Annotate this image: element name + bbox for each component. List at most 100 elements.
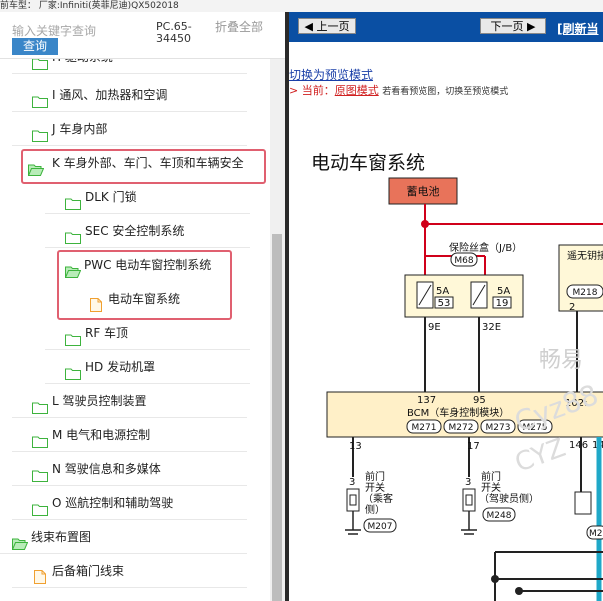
fuse-19-symbol [472, 284, 486, 306]
tree-item-m[interactable]: M 电气和电源控制 [12, 419, 247, 452]
tree-item-sec[interactable]: SEC 安全控制系统 [45, 215, 250, 248]
next-arrow-icon: ▶ [527, 20, 536, 33]
fuse-53-no-box [434, 296, 454, 309]
battery-label: 蓄电池 [407, 185, 440, 198]
prev-page-label: 上一页 [316, 20, 350, 33]
watermark: 畅易 [539, 348, 583, 373]
driver-switch-label-2: 开关 [481, 481, 501, 494]
tree-item-pwc[interactable]: PWC 电动车窗控制系统 [45, 249, 225, 281]
connector-m207 [363, 518, 397, 533]
battery-box [388, 177, 458, 205]
folder-icon [65, 190, 81, 222]
tree-item-label: RF 车顶 [85, 326, 129, 340]
fuse-19-no: 19 [496, 298, 509, 309]
document-icon [34, 564, 46, 596]
pin-17: 17 [467, 441, 480, 452]
folder-icon [32, 496, 48, 528]
tree-item-label: SEC 安全控制系统 [85, 224, 185, 238]
fuse-53-symbol [418, 284, 432, 306]
tree-item-rf[interactable]: RF 车顶 [45, 317, 250, 350]
search-button[interactable]: 查询 [12, 38, 58, 55]
connector-m275-label: M275 [523, 423, 548, 433]
pin-102: 102: [565, 398, 587, 409]
vehicle-info-bar: 前车型： 厂家:Infiniti(英菲尼迪)QX502018 [0, 0, 603, 12]
tree-item-n[interactable]: N 驾驶信息和多媒体 [12, 453, 247, 486]
tree-item-power-window-system[interactable]: 电动车窗系统 [45, 283, 225, 315]
refresh-link[interactable]: [刷新当 [557, 22, 599, 36]
next-page-label: 下一页 [490, 20, 524, 33]
tree-item-label: HD 发动机罩 [85, 360, 156, 374]
prev-arrow-icon: ◀ [304, 20, 313, 33]
connector-m68 [450, 252, 478, 267]
connector-m271 [406, 419, 442, 434]
tree-item-k[interactable]: K 车身外部、车门、车顶和车辆安全 [12, 147, 267, 179]
connector-m218 [566, 284, 603, 299]
bcm-label: BCM（车身控制模块） [407, 406, 509, 419]
current-mode-link[interactable]: 原图模式 [334, 84, 379, 97]
connector-m68-label: M68 [454, 256, 473, 266]
tree-item-label: H 驱动系统 [52, 59, 113, 73]
tree-item-i[interactable]: I 通风、加热器和空调 [12, 79, 247, 112]
current-mode-line: > 当前：原图模式 若看看预览图，切换至预览模式 [289, 82, 508, 98]
keyless-receiver-label: 遥无钥接收器 [567, 249, 603, 262]
diagram-title: 电动车窗系统 [311, 152, 425, 174]
tree-item-label: K 车身外部、车门、车顶和车辆安全 [52, 156, 244, 170]
pin-32e: 32E [482, 322, 501, 333]
document-icon [90, 292, 102, 324]
panel-divider[interactable] [285, 12, 289, 601]
tree-item-hd[interactable]: HD 发动机罩 [45, 351, 250, 384]
folder-icon [65, 326, 81, 358]
next-page-button[interactable]: 下一页 ▶ [480, 18, 546, 34]
junction-dot-lower [491, 575, 499, 583]
folder-icon [32, 59, 48, 82]
passenger-switch-contact [349, 494, 357, 506]
folder-icon [32, 122, 48, 154]
folder-icon [65, 360, 81, 392]
connector-m273 [480, 419, 516, 434]
folder-icon [32, 394, 48, 426]
tree-item-label: J 车身内部 [52, 122, 108, 136]
arrow-icon: > [289, 84, 299, 97]
driver-switch-contact [465, 494, 473, 506]
tree-scrollbar[interactable] [270, 59, 285, 601]
collapse-all-button[interactable]: 折叠全部 [215, 20, 264, 34]
search-input[interactable] [12, 23, 142, 39]
passenger-switch-label-3: （乘客 [363, 492, 393, 505]
pin-2: 2 [569, 302, 575, 313]
fuse-19-amp: 5A [497, 286, 510, 297]
switch-preview-link[interactable]: 切换为预览模式 [289, 68, 374, 82]
scrollbar-thumb[interactable] [272, 234, 282, 601]
connector-m275 [517, 419, 553, 434]
fuse-19-no-box [492, 296, 512, 309]
folder-icon [32, 428, 48, 460]
tree-item-l[interactable]: L 驾驶员控制装置 [12, 385, 247, 418]
pin-9e: 9E [428, 322, 441, 333]
tree-item-j[interactable]: J 车身内部 [12, 113, 247, 146]
prev-page-button[interactable]: ◀ 上一页 [298, 18, 356, 34]
pin-95: 95 [473, 395, 486, 406]
tree-item-dlk[interactable]: DLK 门锁 [45, 181, 250, 214]
tree-item-label: N 驾驶信息和多媒体 [52, 462, 161, 476]
connector-m207-label: M207 [368, 522, 393, 532]
connector-m272 [443, 419, 479, 434]
pin-13: 13 [349, 441, 362, 452]
pin-146: 146 [569, 440, 588, 451]
mode-hint: 若看看预览图，切换至预览模式 [382, 87, 509, 97]
connector-m271-label: M271 [412, 423, 437, 433]
connector-m2-partial [586, 525, 603, 540]
tree-item-tailgate-harness[interactable]: 后备箱门线束 [12, 555, 247, 588]
connector-m218-label: M218 [573, 288, 598, 298]
driver-switch-label-1: 前门 [481, 470, 501, 483]
keyless-receiver-box [558, 244, 603, 312]
highlight-box [57, 250, 232, 320]
highlight-box [21, 149, 266, 184]
model-code: PC.65-34450 [156, 20, 192, 45]
pin-137: 137 [417, 395, 436, 406]
folder-icon [32, 462, 48, 494]
tree-item-o[interactable]: O 巡航控制和辅助驾驶 [12, 487, 247, 520]
connector-m273-label: M273 [486, 423, 511, 433]
document-viewer: ◀ 上一页 下一页 ▶ [刷新当 切换为预览模式 > 当前：原图模式 若看看预览… [289, 12, 603, 601]
tree-item-harness-layout[interactable]: 线束布置图 [0, 521, 247, 554]
tree-item-h[interactable]: H 驱动系统 [12, 59, 247, 74]
folder-icon [65, 224, 81, 256]
